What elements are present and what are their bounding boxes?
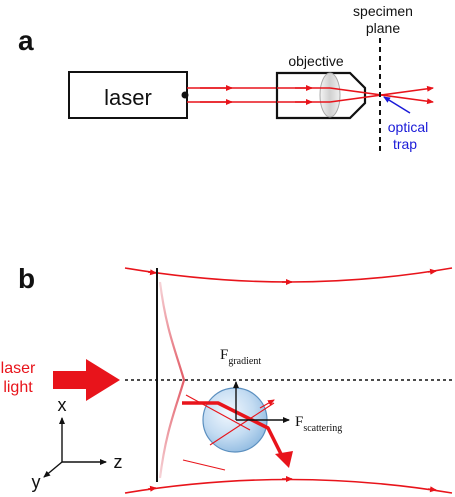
laser-beams [187, 85, 276, 105]
gradient-force-label: Fgradient [220, 347, 261, 367]
thick-refracted-ray [182, 401, 284, 457]
gradient-force-symbol: F [220, 347, 228, 363]
beam-envelope [124, 267, 453, 494]
laser-light-arrow [53, 359, 120, 401]
axis-x-label: x [58, 395, 67, 415]
specimen-label: specimen [353, 3, 413, 19]
laser-aperture [181, 91, 189, 99]
axis-z-label: z [114, 452, 123, 472]
panel-a: a laser objective [18, 3, 434, 155]
panel-a-label: a [18, 25, 34, 56]
thick-ray-arrowhead [275, 451, 293, 468]
laser-light-label-1: laser [1, 360, 36, 377]
coordinate-axes: x z y [32, 395, 123, 492]
plane-label: plane [366, 20, 400, 36]
panel-b-label: b [18, 263, 35, 294]
gradient-force-subscript: gradient [228, 356, 261, 367]
converging-beams [277, 85, 434, 105]
panel-b: b laser light [1, 263, 455, 494]
optical-trap-pointer [383, 96, 411, 114]
trap-label: trap [393, 136, 417, 152]
scattering-force-subscript: scattering [303, 423, 342, 434]
laser-box: laser [68, 71, 189, 119]
scattering-force-label: Fscattering [295, 414, 342, 434]
laser-label: laser [104, 85, 152, 110]
laser-light-label-2: light [3, 379, 33, 396]
refracted-rays [182, 394, 275, 471]
scattering-force-symbol: F [295, 414, 303, 430]
gaussian-intensity-profile [158, 281, 186, 479]
axis-y-label: y [32, 472, 41, 492]
optical-trap-label: optical [388, 119, 428, 135]
objective-label: objective [288, 53, 343, 69]
objective-lens [319, 72, 341, 118]
objective-housing: objective [275, 53, 367, 120]
